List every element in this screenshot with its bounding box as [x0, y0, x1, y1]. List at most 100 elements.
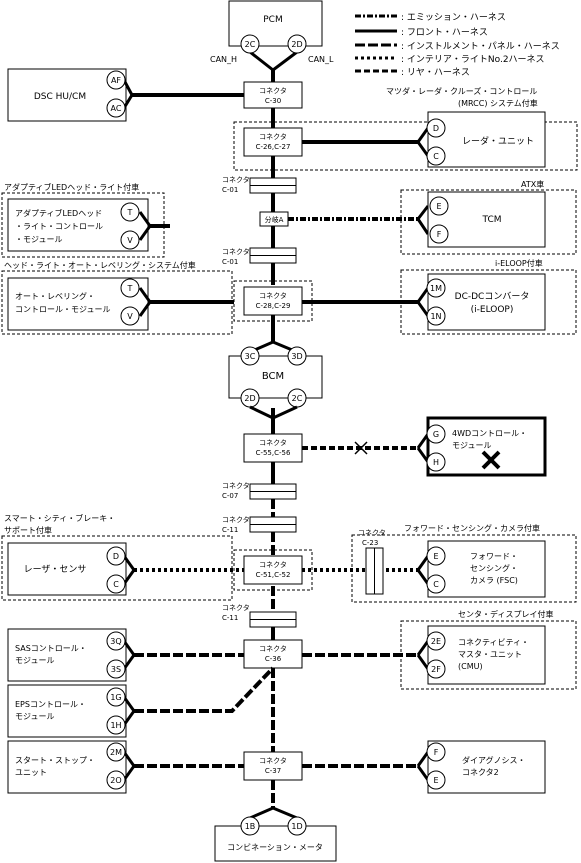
- svg-text:C-11: C-11: [222, 614, 238, 622]
- svg-text:コネクティビティ・: コネクティビティ・: [458, 638, 529, 647]
- disconnect-mark-icon: [354, 441, 368, 455]
- svg-text:コネクタ: コネクタ: [259, 291, 287, 300]
- svg-text:1N: 1N: [430, 312, 441, 321]
- dcdc-pin-1n: [426, 306, 446, 326]
- eps-module: EPSコントロール・ モジュール 1G 1H: [7, 666, 275, 738]
- svg-text:センシング・: センシング・: [470, 563, 518, 573]
- svg-text:コネクタ2: コネクタ2: [462, 768, 499, 777]
- dsc-pin-af: [106, 70, 126, 90]
- svg-text:SASコントロール・: SASコントロール・: [15, 644, 87, 653]
- dcdc-option: i-ELOOP付車 1M 1N DC-DCコンバータ (i-ELOOP): [302, 258, 577, 335]
- pcm-module: PCM 2C 2D CAN_H CAN_L: [210, 0, 334, 72]
- svg-text:AC: AC: [111, 104, 122, 113]
- svg-text:DC-DCコンバータ: DC-DCコンバータ: [455, 291, 530, 302]
- svg-text:C: C: [113, 580, 119, 589]
- svg-text:コネクタ: コネクタ: [259, 560, 287, 569]
- svg-text:・ライト・コントロール: ・ライト・コントロール: [15, 222, 103, 231]
- bcm-pin-3d: [287, 346, 307, 366]
- svg-text:2M: 2M: [110, 748, 122, 757]
- tcm-option: ATX車 E F TCM: [288, 179, 577, 255]
- svg-text:フォワード・: フォワード・: [470, 552, 518, 561]
- svg-text:F: F: [437, 230, 442, 239]
- svg-text:C: C: [433, 580, 439, 589]
- svg-text:E: E: [436, 202, 441, 211]
- auto-leveling-option: ヘッド・ライト・オート・レベリング・システム付車 オート・レベリング・ コントロ…: [1, 260, 234, 335]
- cmu-pin-2e: [426, 631, 446, 651]
- svg-text:サポート付車: サポート付車: [4, 525, 52, 535]
- laser-pin-d: [106, 546, 126, 566]
- svg-text:C-26,C-27: C-26,C-27: [256, 143, 291, 151]
- svg-text:コネクタ: コネクタ: [358, 528, 386, 537]
- svg-text:4WDコントロール・: 4WDコントロール・: [452, 429, 527, 438]
- svg-text:アダプティブLEDヘッド: アダプティブLEDヘッド: [15, 208, 102, 218]
- svg-text:1M: 1M: [430, 284, 442, 293]
- dsc-pin-ac: [106, 98, 126, 118]
- can-h-label: CAN_H: [210, 55, 237, 64]
- svg-text:(i-ELOOP): (i-ELOOP): [471, 305, 514, 315]
- connector-c51: コネクタ C-51,C-52: [233, 549, 313, 591]
- svg-text:C-11: C-11: [222, 526, 238, 534]
- laser-name: レーザ・センサ: [24, 564, 87, 575]
- svg-text:コネクタ: コネクタ: [222, 603, 250, 612]
- svg-text:スマート・シティ・ブレーキ・: スマート・シティ・ブレーキ・: [4, 513, 115, 523]
- tcm-name: TCM: [481, 215, 501, 225]
- connector-c36: コネクタ C-36: [243, 639, 303, 669]
- dsc-name: DSC HU/CM: [34, 92, 86, 102]
- svg-text:コネクタ: コネクタ: [222, 515, 250, 524]
- laser-option: スマート・シティ・ブレーキ・ サポート付車 レーザ・センサ D C: [1, 513, 244, 601]
- fsc-pin-c: [426, 574, 446, 594]
- svg-text:コネクタ: コネクタ: [222, 481, 250, 490]
- tcm-pin-e: [429, 196, 449, 216]
- mrcc-option-label-1: マツダ・レーダ・クルーズ・コントロール: [386, 86, 537, 96]
- can-l-label: CAN_L: [308, 55, 334, 64]
- tcm-option-label: ATX車: [521, 179, 544, 189]
- svg-text:C-01: C-01: [222, 186, 238, 194]
- connector-c01-lower: コネクタ C-01: [222, 247, 297, 266]
- sas-pin-3q: [106, 631, 126, 651]
- fsc-pin-e: [426, 546, 446, 566]
- svg-text:C-28,C-29: C-28,C-29: [256, 302, 291, 310]
- svg-text:コントロール・モジュール: コントロール・モジュール: [15, 305, 110, 314]
- legend: : エミッション・ハーネス : フロント・ハーネス : インストルメント・パネル…: [355, 12, 560, 78]
- svg-text:H: H: [433, 458, 439, 467]
- svg-text:G: G: [433, 430, 439, 439]
- connector-c30: コネクタ C-30: [243, 81, 303, 109]
- adaptive-led-pin-v: [120, 230, 140, 250]
- dcdc-option-label: i-ELOOP付車: [495, 258, 543, 268]
- meter-pin-1d: [287, 816, 307, 836]
- branch-a: 分岐A: [259, 211, 289, 227]
- svg-text:コネクタ: コネクタ: [259, 86, 287, 95]
- mrcc-option: マツダ・レーダ・クルーズ・コントロール (MRCC) システム付車 コネクタ C…: [233, 86, 578, 171]
- legend-instrument-label: : インストルメント・パネル・ハーネス: [401, 41, 560, 52]
- svg-text:T: T: [127, 284, 133, 293]
- svg-text:モジュール: モジュール: [15, 656, 54, 665]
- sas-module: SASコントロール・ モジュール 3Q 3S: [7, 628, 244, 682]
- auto-leveling-pin-t: [120, 278, 140, 298]
- svg-text:AF: AF: [111, 76, 121, 85]
- svg-text:D: D: [113, 552, 119, 561]
- adaptive-led-option-label: アダプティブLEDヘッド・ライト付車: [4, 182, 139, 192]
- svg-text:2O: 2O: [110, 776, 121, 785]
- svg-text:モジュール: モジュール: [452, 441, 491, 450]
- svg-text:E: E: [433, 776, 438, 785]
- svg-text:コネクタ: コネクタ: [259, 438, 287, 447]
- start-stop-pin-2o: [106, 770, 126, 790]
- radar-pin-c: [426, 146, 446, 166]
- svg-text:マスタ・ユニット: マスタ・ユニット: [458, 650, 522, 659]
- svg-text:2E: 2E: [431, 637, 441, 646]
- adaptive-led-option: アダプティブLEDヘッド・ライト付車 アダプティブLEDヘッド ・ライト・コント…: [1, 182, 170, 258]
- svg-text:コネクタ: コネクタ: [222, 247, 250, 256]
- svg-text:1G: 1G: [110, 693, 121, 702]
- fsc-option-label: フォワード・センシング・カメラ付車: [404, 523, 540, 533]
- svg-text:C-01: C-01: [222, 258, 238, 266]
- svg-text:C-55,C-56: C-55,C-56: [256, 449, 291, 457]
- svg-text:C-51,C-52: C-51,C-52: [256, 571, 291, 579]
- connector-c11-lower: コネクタ C-11: [222, 603, 297, 628]
- legend-emission-label: : エミッション・ハーネス: [401, 12, 506, 23]
- svg-text:(CMU): (CMU): [458, 662, 483, 671]
- svg-text:V: V: [127, 236, 133, 245]
- cmu-option-label: センタ・ディスプレイ付車: [458, 609, 553, 619]
- svg-text:1D: 1D: [291, 822, 302, 831]
- not-equipped-icon: [481, 450, 501, 470]
- adaptive-led-pin-t: [120, 202, 140, 222]
